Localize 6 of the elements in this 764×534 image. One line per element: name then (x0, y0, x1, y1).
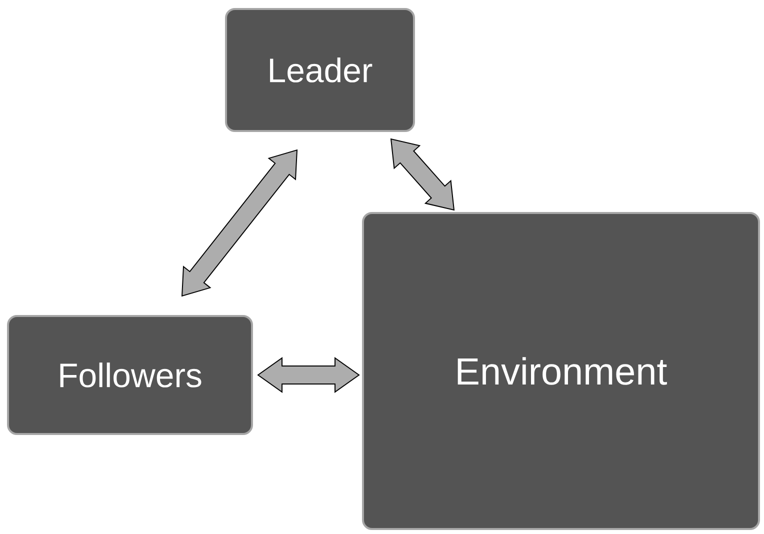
double-arrow (257, 357, 360, 393)
process-box: Leader (225, 8, 415, 132)
double-arrow (390, 138, 455, 211)
process-box: Followers (7, 315, 253, 435)
double-arrow (181, 149, 298, 297)
process-box: Environment (362, 212, 760, 530)
